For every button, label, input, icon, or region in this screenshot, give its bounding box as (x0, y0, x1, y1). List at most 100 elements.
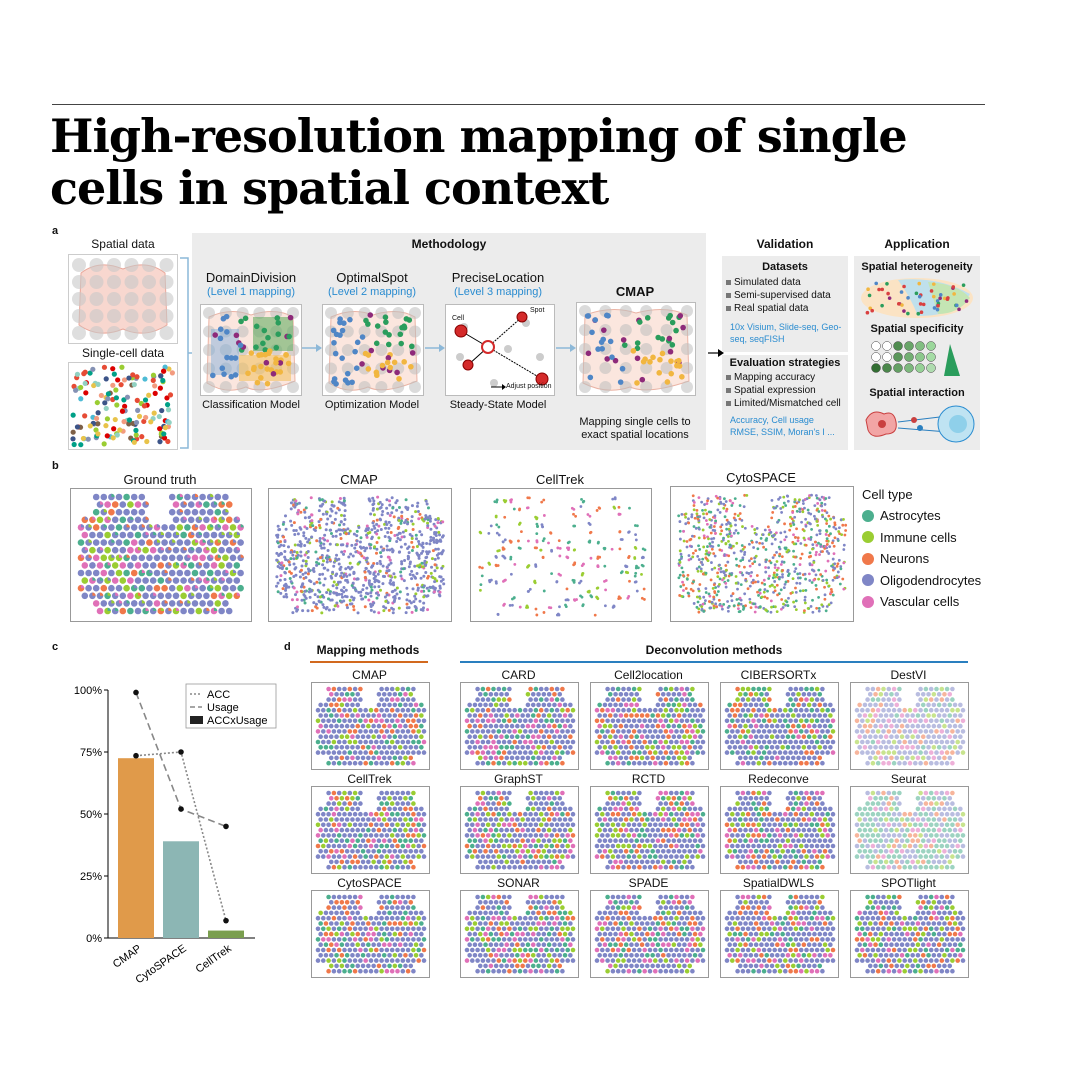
legend-item-vascular-cells: Vascular cells (862, 594, 959, 609)
method-plot (850, 682, 969, 770)
b-plot-cytospace (670, 486, 854, 622)
application-title: Application (884, 237, 950, 251)
bar-cytospace (163, 841, 199, 938)
eval-item: Spatial expression (726, 384, 848, 397)
legend-swatch (862, 552, 874, 565)
b-plot-ground-truth (70, 488, 252, 622)
arrow-1 (302, 344, 322, 352)
method-plot (720, 682, 839, 770)
precise-location-image (454, 311, 549, 390)
eval-title: Evaluation strategies (729, 357, 841, 369)
step2-model: Optimization Model (324, 399, 420, 411)
point-usage (223, 823, 229, 830)
point-acc (133, 752, 139, 759)
bar-cmap (118, 758, 154, 938)
cmap-illustration (576, 302, 696, 396)
mapping-methods-header: Mapping methods (316, 643, 420, 657)
ground-truth-spots (77, 493, 244, 615)
specificity-image (871, 341, 960, 376)
legend-swatch (862, 509, 874, 522)
method-spots (464, 790, 576, 870)
method-plot (311, 682, 430, 770)
deconv-underline (460, 661, 968, 663)
method-plot (720, 890, 839, 978)
step1-name: DomainDivision (205, 270, 297, 285)
method-plot (311, 786, 430, 874)
validation-title: Validation (756, 237, 814, 251)
legend-swatch (190, 716, 203, 724)
mapping-underline (310, 661, 428, 663)
method-plot (590, 682, 709, 770)
step2-name: OptimalSpot (336, 270, 408, 285)
dataset-item: Simulated data (726, 276, 848, 289)
page-title: High-resolution mapping of single cells … (50, 109, 908, 215)
b-title-celltrek: CellTrek (536, 472, 584, 487)
spatial-data-label: Spatial data (91, 237, 155, 251)
top-rule (52, 104, 985, 105)
legend-label: Astrocytes (880, 508, 941, 523)
method-spots (315, 790, 427, 870)
step3-model: Steady-State Model (449, 399, 547, 411)
legend-label: Immune cells (880, 529, 957, 545)
optimal-spot-image (325, 307, 421, 393)
method-title: Cell2location (614, 668, 683, 682)
single-cell-data-box (68, 362, 178, 450)
method-title: CellTrek (347, 772, 392, 786)
y-tick-label: 50% (80, 809, 102, 821)
datasets-box: Datasets Simulated data Semi-supervised … (722, 256, 848, 352)
legend-item-astrocytes: Astrocytes (862, 508, 941, 523)
legend-swatch (862, 574, 874, 586)
arrow-to-validation (708, 349, 724, 357)
step1-illustration (200, 304, 302, 396)
eval-metrics: Accuracy, Cell usage RMSE, SSIM, Moran's… (730, 415, 835, 437)
single-cell-data-label: Single-cell data (81, 346, 165, 360)
step2-level: (Level 2 mapping) (327, 286, 417, 298)
method-title: SPOTlight (881, 876, 936, 890)
method-plot (590, 786, 709, 874)
spatial-data-grid (72, 258, 174, 340)
b-plot-celltrek (470, 488, 652, 622)
step3-level: (Level 3 mapping) (453, 286, 543, 298)
method-plot (460, 786, 579, 874)
cmap-title: CMAP (615, 284, 655, 299)
method-plot (590, 890, 709, 978)
b-title-ground-truth: Ground truth (123, 472, 197, 487)
x-tick-label: CMAP (111, 943, 144, 971)
method-plot (311, 890, 430, 978)
method-spots (854, 894, 966, 974)
method-spots (724, 686, 836, 766)
legend-item-neurons: Neurons (862, 551, 929, 566)
app-heterogeneity: Spatial heterogeneity (861, 261, 973, 273)
arrow-2 (425, 344, 445, 352)
legend-label: ACC (207, 689, 230, 701)
cmap-cells (275, 495, 446, 615)
method-spots (464, 894, 576, 974)
eval-item: Mapping accuracy (726, 371, 848, 384)
point-usage (133, 689, 139, 696)
arrow-3 (556, 344, 576, 352)
cmap-caption: Mapping single cells to exact spatial lo… (579, 416, 691, 441)
b-title-cytospace: CytoSPACE (726, 470, 796, 485)
x-tick-label: CytoSPACE (133, 943, 188, 987)
method-plot (850, 890, 969, 978)
method-plot (460, 890, 579, 978)
method-title: SONAR (497, 876, 540, 890)
panel-label-a: a (52, 225, 59, 237)
dataset-item: Semi-supervised data (726, 289, 848, 302)
point-acc (223, 917, 229, 924)
panel-label-d: d (284, 641, 291, 653)
method-spots (594, 686, 706, 766)
method-title: CMAP (352, 668, 387, 682)
method-plot (720, 786, 839, 874)
y-tick-label: 25% (80, 871, 102, 883)
legend-title: Cell type (862, 487, 913, 502)
step1-level: (Level 1 mapping) (206, 286, 296, 298)
method-spots (315, 894, 427, 974)
b-title-cmap: CMAP (340, 472, 378, 487)
method-plot (460, 682, 579, 770)
datasets-title: Datasets (762, 261, 808, 273)
method-title: SpatialDWLS (742, 876, 815, 890)
method-title: CARD (501, 668, 536, 682)
spot-label: Spot (530, 307, 545, 314)
